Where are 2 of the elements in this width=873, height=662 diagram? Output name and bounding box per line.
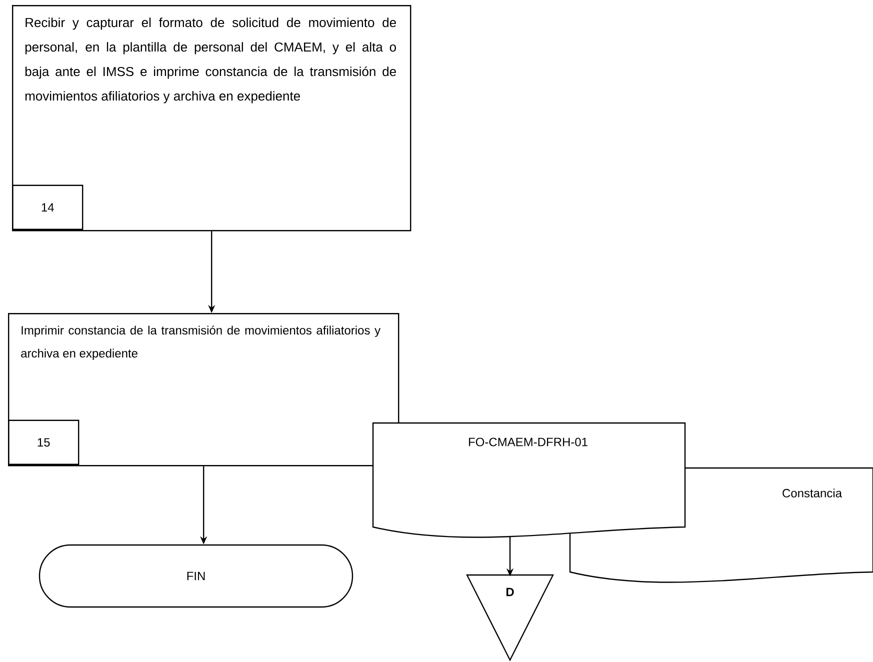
step-number: 15 [8, 420, 80, 466]
step-number: 14 [12, 184, 84, 230]
